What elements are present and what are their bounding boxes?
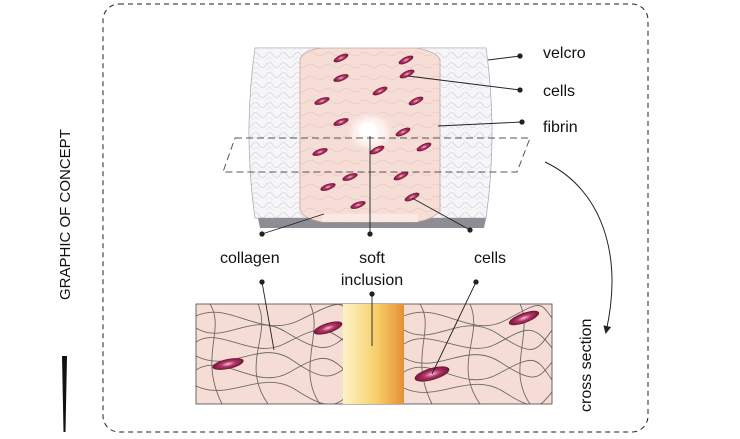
cell	[393, 171, 409, 181]
soft-inclusion	[343, 304, 404, 404]
cell	[416, 142, 432, 152]
cell	[342, 173, 358, 181]
cell	[350, 201, 366, 209]
side-title: GRAPHIC OF CONCEPT	[57, 129, 74, 300]
cells-on-gel	[312, 53, 432, 209]
cell	[369, 145, 385, 155]
cross-section-plane	[222, 137, 531, 173]
labels: velcro cells fibrin collagen soft inclus…	[220, 45, 595, 412]
label-fibrin: fibrin	[543, 119, 578, 136]
label-cross-section: cross section	[578, 319, 595, 412]
label-soft: soft	[359, 250, 385, 267]
cell	[333, 53, 349, 63]
cell	[212, 358, 244, 370]
cell	[408, 96, 424, 106]
cell	[314, 97, 330, 105]
cell	[404, 192, 420, 202]
cell	[333, 118, 349, 126]
label-cells-bottom: cells	[474, 250, 506, 267]
dashed-frame	[102, 3, 649, 433]
cell	[508, 310, 540, 326]
cell	[398, 55, 414, 65]
label-collagen: collagen	[220, 250, 280, 267]
cell	[313, 321, 343, 335]
label-inclusion: inclusion	[341, 272, 403, 289]
cross-section-arrow	[544, 161, 613, 334]
wedge-scale-bar	[62, 356, 67, 432]
cell	[399, 69, 415, 79]
cell	[320, 183, 336, 191]
leader-lines-bottom	[259, 279, 479, 375]
cell	[333, 74, 349, 82]
sample-3d	[222, 47, 531, 228]
cell	[395, 127, 411, 137]
label-cells-top: cells	[543, 83, 575, 100]
label-velcro: velcro	[543, 45, 586, 62]
cell	[372, 86, 388, 96]
cell	[312, 148, 328, 156]
leader-lines	[259, 53, 525, 237]
cross-section-panel	[195, 303, 553, 405]
